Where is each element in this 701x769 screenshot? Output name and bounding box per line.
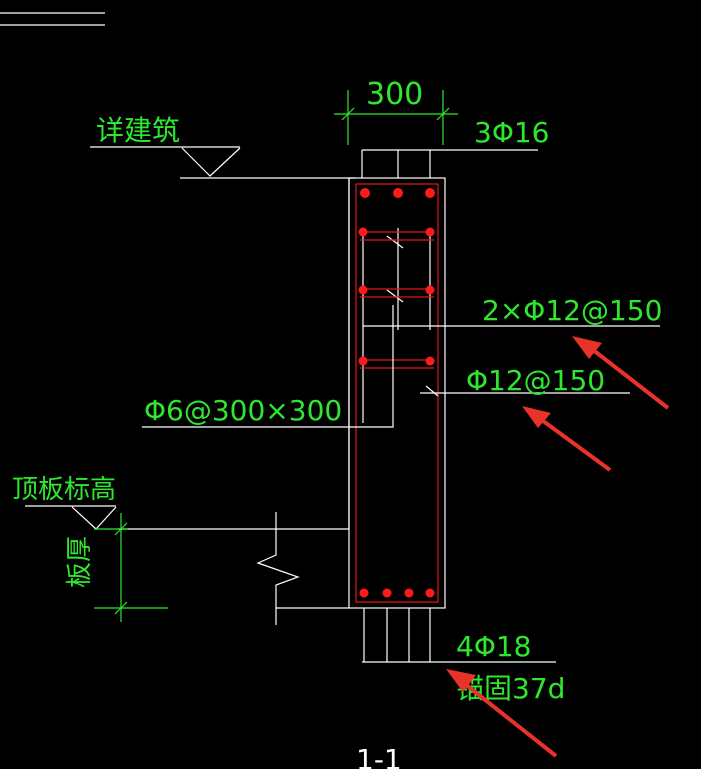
rebar-side-r1 xyxy=(425,227,435,237)
annotation-arrows xyxy=(446,336,670,758)
tie-bars-leader xyxy=(142,305,394,428)
see-architecture-label: 详建筑 xyxy=(96,114,180,147)
rebar-top-3 xyxy=(425,188,435,198)
rebar-top-2 xyxy=(393,188,403,198)
roof-elevation-label: 顶板标高 xyxy=(12,475,116,505)
elevation-marker-top xyxy=(90,146,355,179)
width-dimension-label: 300 xyxy=(366,77,423,112)
rebar-bottom-1 xyxy=(359,588,369,598)
bottom-bars-leader xyxy=(362,608,556,663)
elevation-marker-roof xyxy=(25,505,117,530)
horizontal-ties xyxy=(360,231,434,369)
rebar-top-row xyxy=(360,188,435,198)
horiz-bars-label: Φ12@150 xyxy=(466,364,605,397)
annotation-arrow-3 xyxy=(446,669,558,758)
top-left-lines xyxy=(0,12,105,26)
rebar-side-r2 xyxy=(425,285,435,295)
rebar-bottom-3 xyxy=(404,588,414,598)
rebar-side-r3 xyxy=(425,356,435,366)
rebar-bottom-2 xyxy=(382,588,392,598)
side-bars-label: 2×Φ12@150 xyxy=(482,294,662,327)
rebar-side-l2 xyxy=(358,285,368,295)
top-bars-leader xyxy=(361,149,538,178)
slab-thickness-label: 板厚 xyxy=(65,536,95,588)
rebar-top-1 xyxy=(360,188,370,198)
tie-bars-label: Φ6@300×300 xyxy=(144,394,342,427)
rebar-side xyxy=(358,227,435,366)
rebar-bottom-row xyxy=(359,588,435,598)
width-dimension xyxy=(334,90,458,145)
annotation-arrow-1 xyxy=(572,336,670,410)
rebar-side-l1 xyxy=(358,227,368,237)
bottom-bars-label: 4Φ18 xyxy=(456,630,531,663)
anchorage-label: 锚固37d xyxy=(456,672,565,705)
rebar-bottom-4 xyxy=(425,588,435,598)
section-label: 1-1 xyxy=(356,743,402,769)
annotation-arrow-2 xyxy=(522,406,612,472)
rebar-side-l3 xyxy=(358,356,368,366)
slab-thickness-dimension xyxy=(94,513,168,622)
slab-outline xyxy=(118,178,350,625)
top-bars-label: 3Φ16 xyxy=(474,116,549,149)
